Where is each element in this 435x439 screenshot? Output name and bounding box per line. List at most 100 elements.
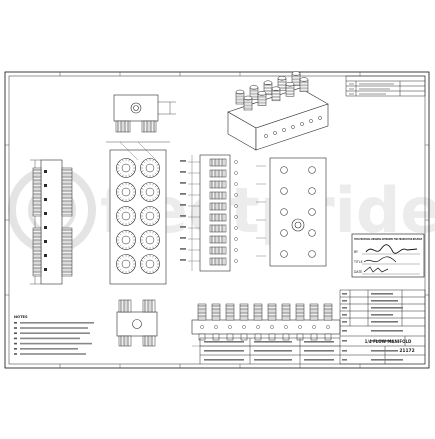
knurled-fitting <box>142 299 156 313</box>
iso-port <box>300 122 304 126</box>
iso-fitting <box>277 75 287 91</box>
dim-label-mark <box>180 226 186 228</box>
iso-fittings <box>235 71 322 138</box>
balloon <box>234 215 238 219</box>
round-fitting <box>140 230 160 250</box>
fine-print <box>342 350 347 352</box>
fine-print <box>371 293 393 295</box>
approval-date-label: DATE <box>354 270 362 274</box>
balloon <box>234 182 238 186</box>
dim-label-mark <box>180 171 186 173</box>
signature <box>365 244 418 254</box>
fine-print <box>342 293 347 295</box>
side-port-marker <box>44 212 47 215</box>
iso-port <box>309 119 313 123</box>
front-elevation-view <box>106 141 170 285</box>
fine-print <box>342 321 347 323</box>
fine-print <box>204 350 244 352</box>
knurled-fitting <box>142 335 156 347</box>
iso-side-face <box>255 103 329 151</box>
side-port-marker <box>44 170 47 173</box>
knurled-fitting <box>141 120 157 133</box>
knurled-fitting <box>209 257 227 266</box>
face-port <box>280 166 288 174</box>
revision-block <box>345 75 426 97</box>
knurled-fitting <box>253 303 263 321</box>
approval-title-label: TITLE <box>353 260 363 264</box>
balloon <box>234 160 238 164</box>
knurled-fitting <box>197 303 207 321</box>
fine-print <box>371 300 398 302</box>
round-fitting <box>140 206 160 226</box>
round-fitting <box>140 158 160 178</box>
side-port-marker <box>44 198 47 201</box>
knurled-fitting <box>323 303 333 321</box>
face-port <box>308 229 316 237</box>
note-text-line <box>20 348 78 350</box>
note-text-line <box>20 353 86 355</box>
port-side-dimension-lines <box>180 160 238 263</box>
knurled-fitting <box>61 167 73 217</box>
note-number <box>14 353 17 355</box>
fine-print <box>342 340 347 342</box>
note-text-line <box>20 327 88 329</box>
fine-print <box>304 341 334 343</box>
round-fitting <box>116 254 136 274</box>
side-fittings-left <box>32 167 47 277</box>
notes-lines <box>14 322 94 355</box>
face-ports <box>256 165 316 258</box>
knurled-fitting <box>239 303 249 321</box>
balloon <box>234 193 238 197</box>
note-number <box>14 322 17 324</box>
dim-label-mark <box>180 259 186 261</box>
fine-print <box>304 350 334 352</box>
note-text-line <box>20 322 94 324</box>
balloon <box>234 237 238 241</box>
iso-fitting <box>299 77 309 92</box>
drawing-number: 21172 <box>399 348 414 354</box>
fine-print <box>371 330 403 332</box>
knurled-fitting <box>209 224 227 233</box>
round-fitting <box>116 182 136 202</box>
face-port <box>308 187 316 195</box>
knurled-fitting <box>209 202 227 211</box>
fine-print <box>371 321 398 323</box>
note-text-line <box>20 337 80 340</box>
fine-print <box>204 341 244 343</box>
note-text-line <box>20 332 90 334</box>
fine-print <box>254 350 292 352</box>
fine-print <box>204 359 244 361</box>
note-number <box>14 348 17 350</box>
note-number <box>14 337 17 340</box>
face-port <box>280 250 288 258</box>
note-number <box>14 327 17 329</box>
side-port-marker <box>44 254 47 257</box>
side-body <box>40 159 63 285</box>
signature-date <box>363 266 389 273</box>
dim-label-mark <box>180 248 186 250</box>
knurled-fitting <box>32 227 42 277</box>
signature-title <box>363 256 397 263</box>
fine-print <box>342 307 347 309</box>
knurled-fitting <box>118 335 132 347</box>
iso-fitting <box>235 89 245 105</box>
knurled-fitting <box>225 303 235 321</box>
iso-fitting <box>271 86 281 102</box>
knurled-fitting <box>209 169 227 178</box>
iso-port <box>318 116 322 120</box>
iso-fitting <box>285 81 295 97</box>
side-port-marker <box>44 184 47 187</box>
bottom-detail-view <box>116 311 158 337</box>
balloon <box>234 226 238 230</box>
isometric-manifold-view <box>227 87 329 151</box>
face-port <box>308 208 316 216</box>
fine-print <box>342 359 347 361</box>
face-port <box>280 229 288 237</box>
face-port <box>308 166 316 174</box>
part-title: 1/4 FLOW MANIFOLD <box>365 339 412 344</box>
dim-label-mark <box>180 204 186 206</box>
fine-print <box>371 350 398 352</box>
approval-text: THIS PROPOSAL DRAWING APPROVED FOR PRODU… <box>354 237 422 241</box>
